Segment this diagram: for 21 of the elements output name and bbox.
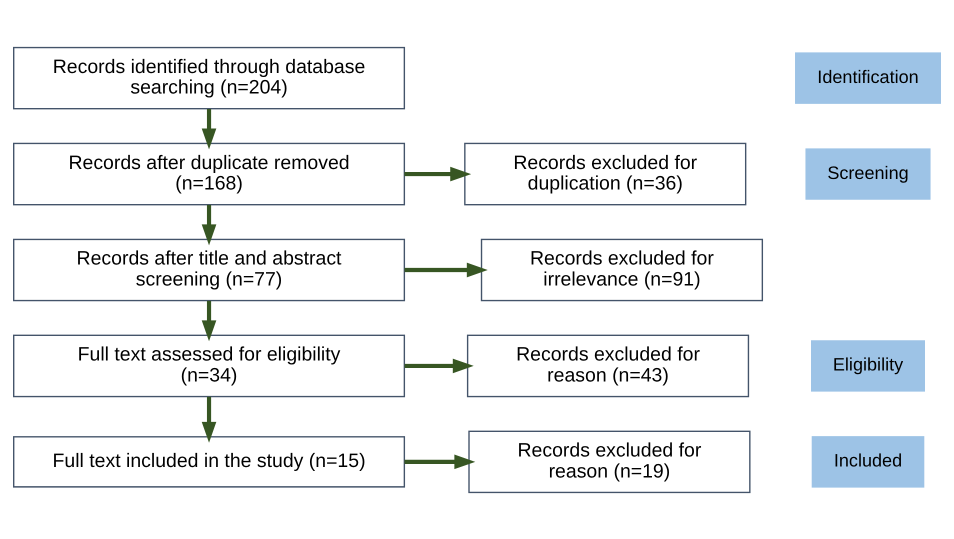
node-box: Records excluded for reason (n=19) [468, 430, 751, 493]
node-box: Records excluded for irrelevance (n=91) [480, 238, 764, 301]
node-box: Screening [805, 148, 931, 200]
node-box: Records excluded for reason (n=43) [466, 334, 750, 397]
node-box: Included [812, 436, 924, 488]
arrow [202, 108, 216, 149]
arrow [404, 454, 476, 469]
node-box: Identification [795, 52, 941, 104]
arrow [202, 204, 216, 245]
node-box: Full text assessed for eligibility (n=34) [13, 334, 406, 397]
node-box: Records after duplicate removed (n=168) [13, 142, 406, 205]
node-box: Records identified through database searching (n=204) [13, 46, 406, 109]
arrow [202, 300, 216, 341]
node-box: Full text included in the study (n=15) [13, 436, 406, 488]
arrow [404, 358, 474, 373]
node-box: Records excluded for duplication (n=36) [464, 142, 746, 205]
arrow [404, 166, 472, 181]
arrow [404, 262, 488, 277]
node-box: Records after title and abstract screening (n=77) [13, 238, 406, 301]
arrow [202, 396, 216, 442]
node-box: Eligibility [811, 340, 925, 392]
